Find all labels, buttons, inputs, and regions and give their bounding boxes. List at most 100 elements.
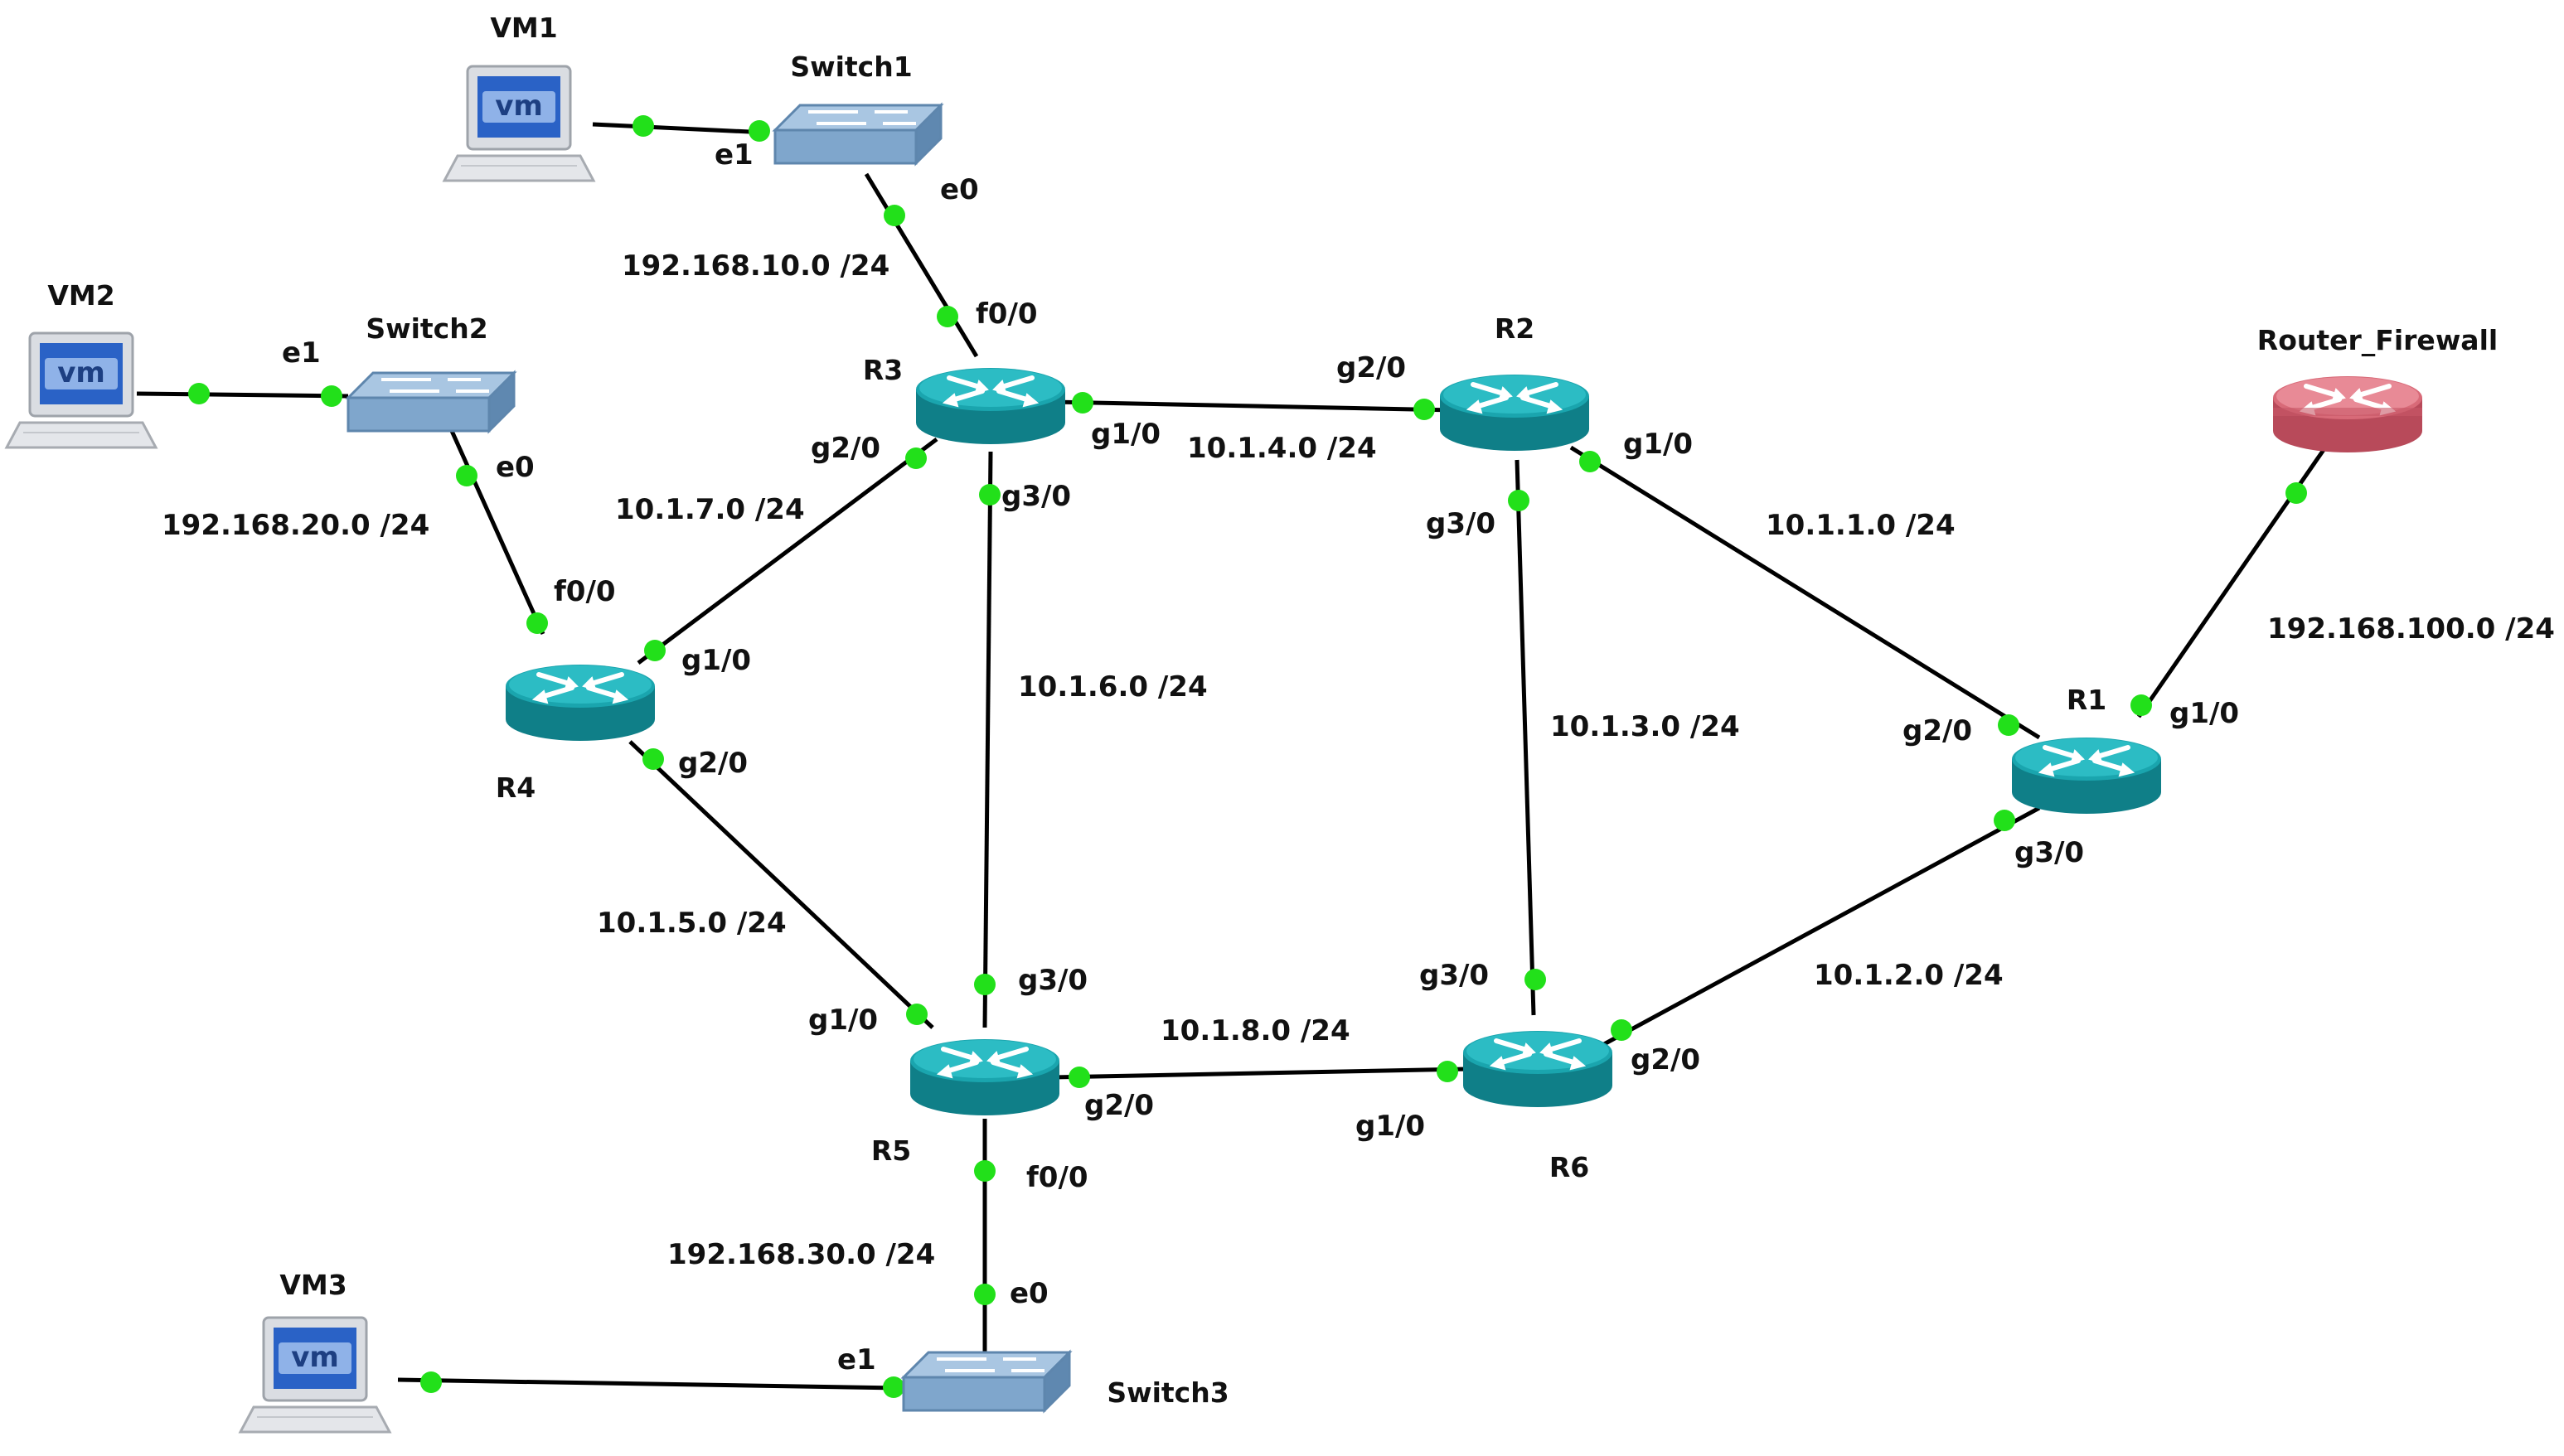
link-r4-r5[interactable] xyxy=(628,740,934,1029)
port-dot xyxy=(884,205,905,226)
vm-workstation-icon xyxy=(443,65,595,182)
link-r3-r4[interactable] xyxy=(637,438,938,665)
port-label: e0 xyxy=(940,173,979,206)
vm1-node[interactable] xyxy=(443,65,595,182)
port-dot xyxy=(974,974,996,995)
port-label: e1 xyxy=(282,336,321,370)
router-icon xyxy=(916,368,1065,444)
port-label: g1/0 xyxy=(1091,418,1161,451)
vm2-node[interactable] xyxy=(5,331,158,449)
port-label: e0 xyxy=(496,451,535,484)
port-label: g2/0 xyxy=(1631,1043,1700,1076)
port-label: g3/0 xyxy=(1419,959,1489,992)
port-dot xyxy=(321,385,342,407)
port-label: g3/0 xyxy=(2014,836,2084,869)
vm3-node[interactable] xyxy=(239,1316,391,1434)
port-dot xyxy=(456,465,477,486)
link-switch1-r3[interactable] xyxy=(864,172,979,358)
subnet-label: 10.1.1.0 /24 xyxy=(1766,509,1956,542)
node-label-switch1: Switch1 xyxy=(790,51,912,83)
subnet-label: 10.1.6.0 /24 xyxy=(1018,670,1208,704)
port-dot xyxy=(1413,399,1435,420)
ethernet-switch-icon xyxy=(347,371,516,433)
router-icon xyxy=(1463,1031,1612,1107)
link-switch2-r4[interactable] xyxy=(449,429,545,636)
port-label: g2/0 xyxy=(678,747,748,780)
port-label: g1/0 xyxy=(1623,428,1693,461)
link-r3-r2[interactable] xyxy=(1050,399,1456,413)
subnet-label: 192.168.20.0 /24 xyxy=(162,509,429,542)
port-dot xyxy=(1524,969,1546,990)
port-label: g2/0 xyxy=(1084,1089,1154,1122)
port-dot xyxy=(974,1284,996,1305)
link-r6-r1[interactable] xyxy=(1602,805,2041,1047)
port-label: g1/0 xyxy=(681,644,751,677)
subnet-label: 10.1.2.0 /24 xyxy=(1814,959,2004,992)
port-dot xyxy=(1072,392,1093,414)
port-label: f0/0 xyxy=(1026,1161,1088,1194)
links-layer xyxy=(136,122,2328,1391)
node-label-r4: R4 xyxy=(496,772,536,804)
port-dot xyxy=(974,1160,996,1182)
router-icon xyxy=(910,1039,1059,1115)
port-label: e0 xyxy=(1010,1277,1049,1310)
firewall-router-icon xyxy=(2273,376,2422,452)
port-dot xyxy=(883,1376,904,1398)
port-label: g3/0 xyxy=(1018,964,1088,997)
port-dot xyxy=(420,1371,442,1393)
link-r2-r6[interactable] xyxy=(1515,459,1536,1016)
port-dot xyxy=(905,447,927,469)
switch1-node[interactable] xyxy=(773,104,943,165)
port-dot xyxy=(644,640,666,661)
subnet-label: 192.168.100.0 /24 xyxy=(2267,612,2555,646)
port-dot xyxy=(1998,714,2019,736)
port-dot xyxy=(979,484,1001,505)
port-label: g2/0 xyxy=(1902,714,1972,747)
link-r3-r5[interactable] xyxy=(982,451,993,1028)
router-icon xyxy=(506,665,655,741)
subnet-label: 10.1.5.0 /24 xyxy=(597,907,787,940)
router-r5-node[interactable] xyxy=(910,1039,1059,1115)
link-vm2-switch2[interactable] xyxy=(136,391,349,399)
node-label-switch2: Switch2 xyxy=(366,312,487,345)
link-r2-r1[interactable] xyxy=(1569,445,2041,740)
router-r4-node[interactable] xyxy=(506,665,655,741)
subnet-label: 192.168.30.0 /24 xyxy=(667,1238,935,1271)
router-r2-node[interactable] xyxy=(1440,375,1589,451)
switch2-node[interactable] xyxy=(347,371,516,433)
port-dot xyxy=(642,748,664,770)
port-dot xyxy=(188,383,210,404)
router-r3-node[interactable] xyxy=(916,368,1065,444)
port-dot xyxy=(2130,694,2152,716)
subnet-label: 10.1.4.0 /24 xyxy=(1187,432,1377,465)
node-label-vm3: VM3 xyxy=(279,1269,347,1301)
router-r6-node[interactable] xyxy=(1463,1031,1612,1107)
port-label: e1 xyxy=(837,1343,876,1376)
router-r1-node[interactable] xyxy=(2012,738,2161,814)
port-dot xyxy=(633,115,654,137)
link-vm3-switch3[interactable] xyxy=(397,1377,900,1391)
port-label: g3/0 xyxy=(1001,480,1071,513)
node-label-vm2: VM2 xyxy=(47,279,114,312)
port-dot xyxy=(1508,490,1529,511)
subnet-label: 10.1.7.0 /24 xyxy=(615,493,805,526)
link-vm1-switch1[interactable] xyxy=(592,122,768,135)
port-label: f0/0 xyxy=(554,575,616,608)
port-dot xyxy=(1611,1019,1632,1041)
node-label-r3: R3 xyxy=(863,354,903,386)
router-icon xyxy=(2012,738,2161,814)
switch3-node[interactable] xyxy=(902,1351,1071,1412)
router-firewall-node[interactable] xyxy=(2273,376,2422,452)
port-dot xyxy=(1069,1067,1090,1088)
port-label: g3/0 xyxy=(1426,507,1495,540)
link-r5-r6[interactable] xyxy=(1052,1067,1468,1080)
node-label-switch3: Switch3 xyxy=(1107,1376,1229,1409)
port-dot xyxy=(1994,810,2015,831)
port-label: g2/0 xyxy=(811,432,880,465)
port-dot xyxy=(1579,451,1601,472)
ethernet-switch-icon xyxy=(902,1351,1071,1412)
router-icon xyxy=(1440,375,1589,451)
port-label: g2/0 xyxy=(1336,351,1406,385)
port-label: g1/0 xyxy=(1355,1110,1425,1143)
node-label-vm1: VM1 xyxy=(490,12,557,44)
